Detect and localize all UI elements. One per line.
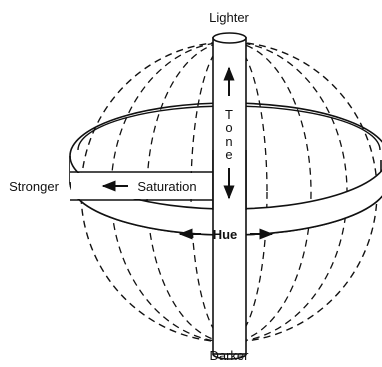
label-hue: Hue — [213, 227, 238, 242]
label-tone-e: e — [225, 147, 232, 162]
label-tone-t: T — [225, 107, 233, 122]
label-lighter: Lighter — [209, 10, 249, 25]
tone-cylinder-base — [212, 353, 247, 360]
tone-cylinder-cap — [212, 32, 247, 44]
label-stronger: Stronger — [9, 179, 60, 194]
label-saturation: Saturation — [137, 179, 196, 194]
label-darker: Darker — [209, 348, 249, 363]
hue-band-front — [70, 156, 382, 235]
label-tone-n: n — [225, 134, 232, 149]
label-tone-o: o — [225, 120, 232, 135]
